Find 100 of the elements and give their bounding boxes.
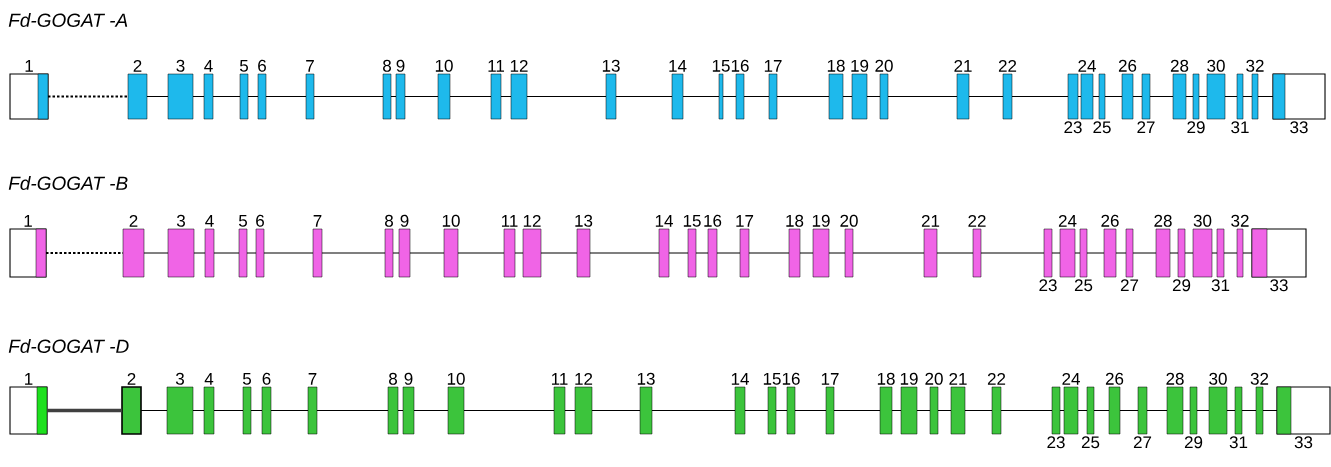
node-label: 25: [1081, 436, 1100, 449]
node-label: 31: [1211, 279, 1230, 292]
exon: 9: [402, 372, 415, 435]
intron-line: [390, 96, 397, 97]
exon: 32: [1250, 372, 1269, 435]
exon: 20: [840, 214, 858, 278]
intron-line: [540, 252, 578, 254]
node-label: 5: [239, 59, 249, 72]
intron-line: [1104, 96, 1123, 97]
exon: 30: [1206, 59, 1226, 120]
intron-line: [1224, 96, 1238, 97]
node-label: 22: [987, 372, 1006, 385]
node-label: 18: [877, 372, 895, 385]
node-label: 13: [575, 214, 593, 227]
node-label: 5: [238, 214, 248, 227]
intron-line: [891, 410, 902, 411]
intron-line: [1223, 252, 1238, 254]
intron-line: [651, 410, 736, 411]
exon: 26: [1105, 372, 1124, 435]
intron-line: [1132, 96, 1143, 97]
exon: 6: [257, 59, 267, 120]
node-label: 23: [1064, 121, 1082, 134]
exon: 26: [1118, 59, 1137, 120]
exon: 27: [1120, 228, 1139, 292]
intron-line: [1146, 410, 1168, 411]
exon: 32: [1246, 59, 1264, 120]
node-label: 22: [998, 59, 1017, 72]
intron-line: [1242, 252, 1253, 254]
intron-line: [1257, 96, 1274, 97]
exon: 33: [1251, 228, 1307, 292]
node-label: 19: [851, 59, 869, 72]
exon: 27: [1133, 386, 1152, 449]
exon: 20: [925, 372, 943, 435]
intron-line: [213, 410, 244, 411]
node-label: 6: [258, 59, 266, 72]
intron-line: [1092, 96, 1100, 97]
intron-line: [1184, 252, 1194, 254]
intron-line: [409, 252, 445, 254]
exon: 29: [1184, 386, 1203, 449]
node-label: 11: [488, 60, 504, 72]
exon: 15: [712, 59, 730, 120]
intron-line: [916, 410, 931, 411]
exon: 8: [387, 372, 399, 435]
node-label: 30: [1193, 214, 1212, 227]
node-label: 26: [1101, 214, 1119, 227]
intron-line: [413, 410, 449, 411]
intron-line: [246, 252, 257, 254]
node-label: 4: [205, 215, 214, 227]
exon: 22: [987, 372, 1006, 435]
intron-line: [591, 410, 641, 411]
intron-line: [743, 96, 770, 97]
node-label: 24: [1078, 59, 1096, 72]
node-label: 31: [1229, 436, 1248, 449]
exon: 7: [305, 60, 315, 120]
node-label: 30: [1207, 59, 1225, 72]
intron-line: [744, 410, 769, 411]
exon: 6: [255, 214, 265, 278]
intron-line: [213, 252, 240, 254]
intron-line: [47, 408, 122, 413]
exon: 22: [998, 59, 1017, 120]
node-label: 14: [731, 373, 749, 385]
exon: 17: [736, 215, 754, 278]
node-label: 19: [900, 372, 918, 385]
node-label: 13: [637, 372, 655, 385]
intron-line: [192, 410, 205, 411]
exon: 18: [786, 214, 804, 278]
exon: 28: [1154, 214, 1172, 278]
intron-line: [1000, 410, 1053, 411]
node-label: 33: [1294, 436, 1313, 449]
intron-line: [265, 96, 307, 97]
node-label: 24: [1058, 214, 1077, 227]
exon: 5: [239, 59, 249, 120]
exon: 1: [9, 60, 49, 120]
exon: 4: [203, 60, 214, 120]
exon: 4: [204, 215, 215, 278]
intron-line: [1132, 252, 1157, 254]
node-label: 28: [1154, 214, 1172, 227]
node-label: 3: [176, 59, 185, 72]
intron-line: [263, 252, 314, 254]
exon: 13: [637, 372, 655, 435]
intron-line: [799, 252, 814, 254]
exon: 17: [821, 373, 839, 435]
node-label: 7: [306, 60, 314, 72]
node-label: 8: [385, 214, 393, 227]
intron-line: [514, 252, 524, 254]
exon: 9: [398, 214, 411, 278]
exon: 11: [488, 60, 504, 120]
node-label: 9: [400, 214, 409, 227]
node-label: 24: [1062, 372, 1080, 385]
exon: 23: [1047, 386, 1065, 449]
exon: 33: [1272, 73, 1326, 134]
exon: 31: [1231, 73, 1249, 134]
intron-line: [1115, 252, 1127, 254]
intron-line: [397, 410, 404, 411]
node-label: 1: [25, 60, 33, 72]
exon: 8: [382, 59, 392, 120]
node-label: 16: [782, 372, 800, 385]
intron-line: [316, 410, 389, 411]
intron-line: [1074, 252, 1081, 254]
intron-line: [146, 96, 169, 97]
